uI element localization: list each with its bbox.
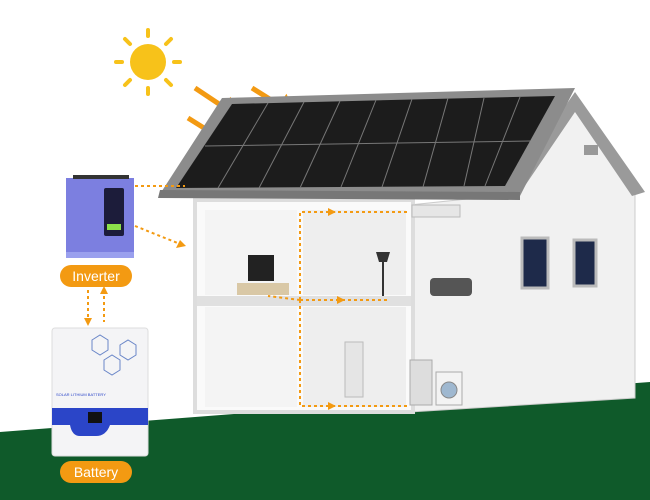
- inverter-device: [66, 175, 134, 258]
- battery-device: [51, 327, 149, 457]
- panel-grid: [204, 96, 531, 189]
- washing-machine-icon: [435, 371, 463, 406]
- floor-lamp-icon: [376, 252, 390, 296]
- solar-panel-array: [176, 96, 555, 188]
- sofa-icon: [430, 278, 472, 296]
- fridge-icon: [409, 359, 433, 406]
- window: [572, 238, 598, 288]
- room: [205, 210, 297, 295]
- room: [205, 307, 297, 407]
- air-conditioner-icon: [411, 204, 461, 218]
- tv-icon: [237, 255, 289, 295]
- battery-brand-text: SOLAR LITHIUM BATTERY: [56, 392, 106, 397]
- inverter-label: Inverter: [60, 265, 132, 287]
- window: [520, 236, 550, 290]
- sun-icon: [114, 28, 182, 96]
- roof-eave: [158, 190, 520, 200]
- flow-arrowheads: [84, 208, 345, 410]
- door-icon: [344, 341, 364, 398]
- floor-slab: [197, 296, 411, 306]
- ground: [0, 382, 650, 500]
- room: [303, 210, 406, 295]
- battery-label: Battery: [60, 461, 132, 483]
- chimney: [584, 145, 598, 155]
